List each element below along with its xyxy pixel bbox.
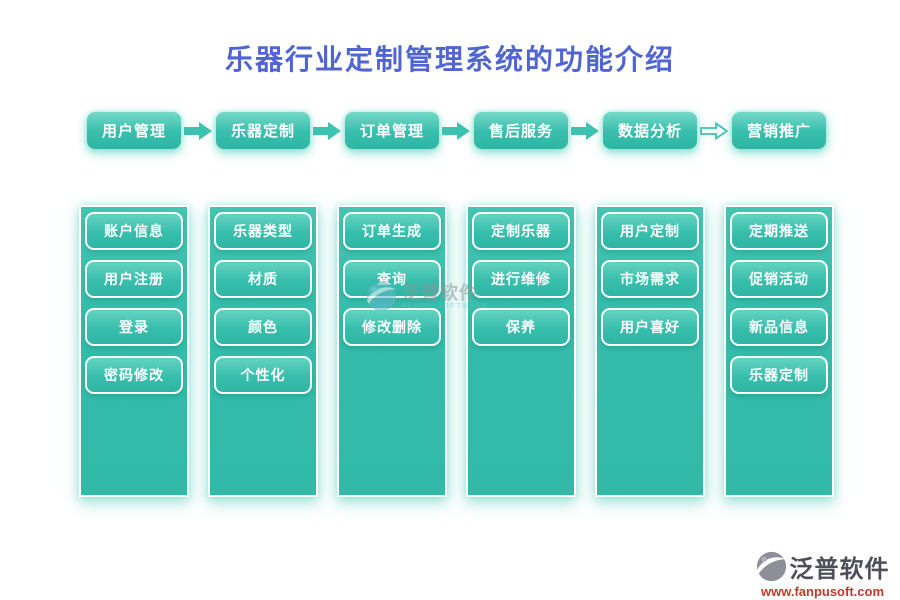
feature-item: 个性化 bbox=[214, 356, 312, 394]
flow-arrow-icon bbox=[442, 122, 470, 140]
panel-data-analysis: 用户定制 市场需求 用户喜好 bbox=[595, 205, 705, 497]
feature-item: 用户注册 bbox=[85, 260, 183, 298]
panel-marketing-promotion: 定期推送 促销活动 新品信息 乐器定制 bbox=[724, 205, 834, 497]
flow-arrow-hollow-icon bbox=[700, 121, 728, 141]
flow-step-instrument-customization: 乐器定制 bbox=[216, 112, 310, 149]
feature-item: 材质 bbox=[214, 260, 312, 298]
watermark-text: 泛普软件 FANPU SOFTWARE bbox=[402, 282, 490, 310]
feature-item: 修改删除 bbox=[343, 308, 441, 346]
page-title: 乐器行业定制管理系统的功能介绍 bbox=[224, 45, 675, 76]
brand-footer: 泛普软件 www.fanpusoft.com bbox=[750, 549, 895, 599]
panel-after-sales-service: 定制乐器 进行维修 保养 bbox=[466, 205, 576, 497]
feature-item: 用户定制 bbox=[601, 212, 699, 250]
flow-arrow-icon bbox=[313, 122, 341, 140]
watermark-subtitle: FANPU SOFTWARE bbox=[402, 302, 490, 310]
panel-user-management: 账户信息 用户注册 登录 密码修改 bbox=[79, 205, 189, 497]
feature-item: 定期推送 bbox=[730, 212, 828, 250]
flow-step-user-management: 用户管理 bbox=[87, 112, 181, 149]
feature-item: 订单生成 bbox=[343, 212, 441, 250]
feature-item: 新品信息 bbox=[730, 308, 828, 346]
feature-item: 用户喜好 bbox=[601, 308, 699, 346]
brand-row: 泛普软件 bbox=[750, 549, 895, 584]
watermark-brand: 泛普软件 bbox=[402, 282, 478, 303]
fanpu-logo-icon bbox=[366, 281, 397, 312]
feature-item: 账户信息 bbox=[85, 212, 183, 250]
watermark: 泛普软件 FANPU SOFTWARE bbox=[366, 281, 489, 312]
flow-arrow-icon bbox=[571, 122, 599, 140]
feature-item: 密码修改 bbox=[85, 356, 183, 394]
flow-step-marketing-promotion: 营销推广 bbox=[732, 112, 826, 149]
panel-instrument-customization: 乐器类型 材质 颜色 个性化 bbox=[208, 205, 318, 497]
flow-arrow-icon bbox=[184, 122, 212, 140]
flow-step-order-management: 订单管理 bbox=[345, 112, 439, 149]
feature-item: 乐器定制 bbox=[730, 356, 828, 394]
feature-item: 市场需求 bbox=[601, 260, 699, 298]
feature-item: 定制乐器 bbox=[472, 212, 570, 250]
feature-item: 颜色 bbox=[214, 308, 312, 346]
flow-step-data-analysis: 数据分析 bbox=[603, 112, 697, 149]
feature-item: 保养 bbox=[472, 308, 570, 346]
fanpu-logo-icon bbox=[756, 551, 786, 582]
brand-name: 泛普软件 bbox=[789, 556, 890, 583]
brand-url: www.fanpusoft.com bbox=[760, 584, 885, 599]
feature-item: 促销活动 bbox=[730, 260, 828, 298]
flow-step-after-sales-service: 售后服务 bbox=[474, 112, 568, 149]
feature-item: 乐器类型 bbox=[214, 212, 312, 250]
feature-item: 登录 bbox=[85, 308, 183, 346]
feature-item: 进行维修 bbox=[472, 260, 570, 298]
panel-order-management: 订单生成 查询 修改删除 bbox=[337, 205, 447, 497]
